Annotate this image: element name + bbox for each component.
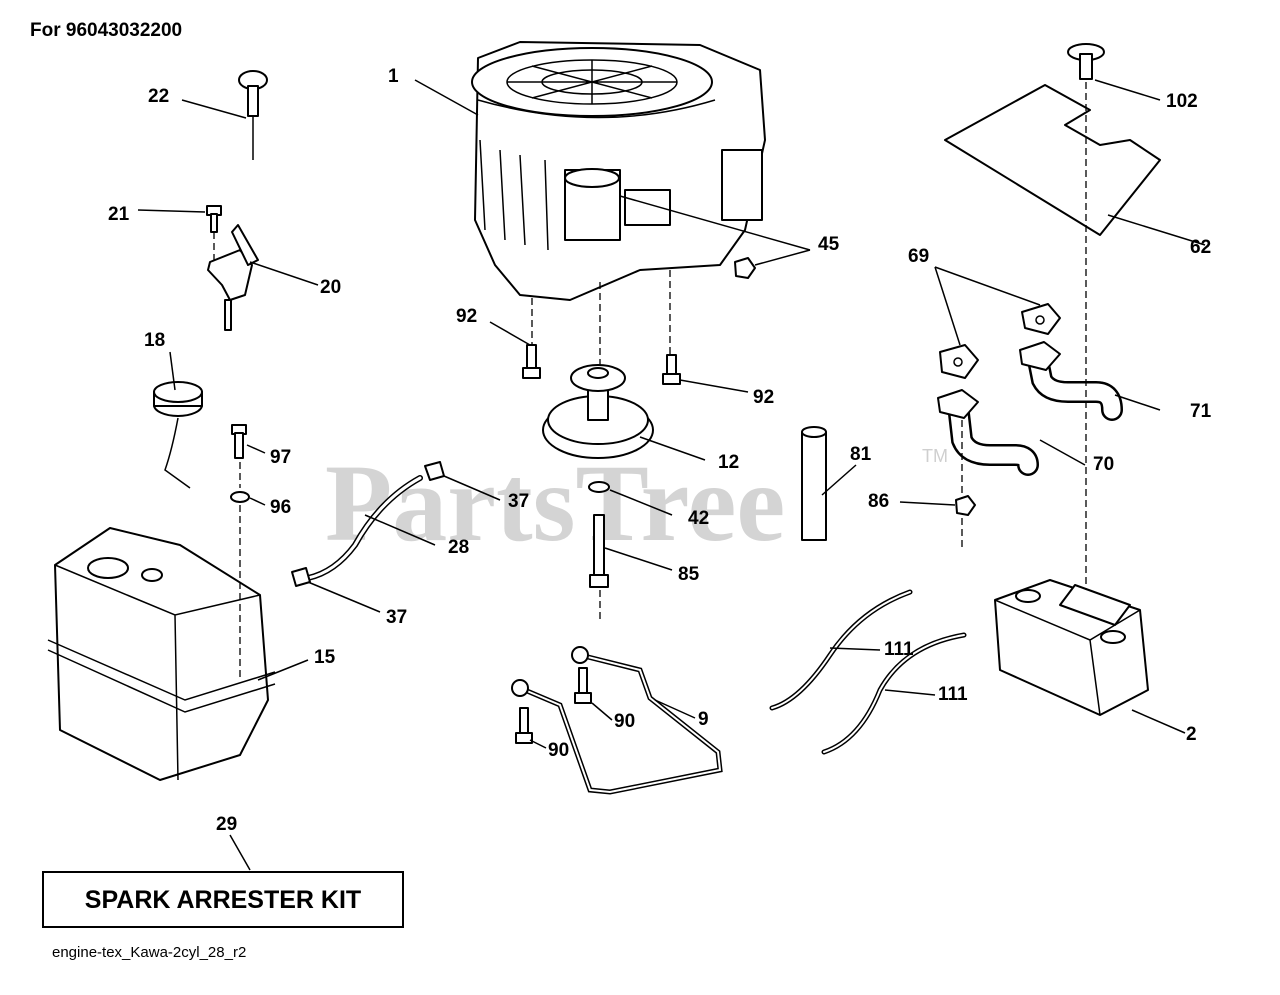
callout-97[interactable]: 97 [270,447,291,468]
callout-92-left[interactable]: 92 [456,306,477,327]
part-fuel-tank[interactable] [47,527,276,781]
callout-37-upper[interactable]: 37 [508,491,529,512]
callout-15[interactable]: 15 [314,647,336,668]
part-hose-111-lower[interactable] [821,632,967,755]
callout-111-lower[interactable]: 111 [938,684,968,705]
part-bolt-85[interactable] [589,514,609,588]
part-fuel-hose[interactable] [305,475,423,581]
callout-96[interactable]: 96 [270,497,291,518]
part-knob[interactable] [1067,43,1105,80]
part-exhaust-pipe-70[interactable] [937,389,1039,476]
model-number-label: For 96043032200 [30,20,182,41]
part-muffler[interactable] [994,579,1149,716]
callout-37-lower[interactable]: 37 [386,607,407,628]
part-bracket-9[interactable] [511,646,723,795]
callout-92-right[interactable]: 92 [753,387,774,408]
part-bolt-21[interactable] [206,205,222,233]
part-gasket-69-front[interactable] [939,344,979,379]
part-heat-shield[interactable] [944,84,1161,236]
callout-12[interactable]: 12 [718,452,739,473]
watermark-text: PartsTree [325,442,785,564]
part-washer-42[interactable] [588,481,610,493]
part-nut-86[interactable] [955,495,976,516]
callout-70[interactable]: 70 [1093,454,1114,475]
callout-62[interactable]: 62 [1190,237,1211,258]
callout-20[interactable]: 20 [320,277,341,298]
part-exhaust-pipe-71[interactable] [1019,341,1123,421]
part-bolt-92-right[interactable] [662,354,681,385]
callout-81[interactable]: 81 [850,444,872,465]
part-bolt-90-upper[interactable] [574,667,592,704]
alignment-lines [213,82,1087,680]
part-bolt-92-left[interactable] [522,344,541,379]
callout-45[interactable]: 45 [818,234,840,255]
callout-18[interactable]: 18 [144,330,165,351]
callout-85[interactable]: 85 [678,564,700,585]
callout-42[interactable]: 42 [688,508,709,529]
part-screw-97[interactable] [231,424,247,459]
part-washer-96[interactable] [230,491,250,503]
callout-1[interactable]: 1 [388,66,399,87]
callout-111-upper[interactable]: 111 [884,639,914,660]
part-throttle-control[interactable] [207,224,259,331]
callout-labels: 1 22 21 20 18 97 96 15 28 37 37 92 92 12… [108,66,1212,835]
callout-22[interactable]: 22 [148,86,169,107]
part-tube-81[interactable] [801,426,827,541]
watermark-tm: TM [922,446,948,466]
part-fuel-cap[interactable] [153,381,203,489]
callout-90-upper[interactable]: 90 [614,711,635,732]
part-hose-111-upper[interactable] [769,589,913,711]
part-choke-knob[interactable] [238,70,268,160]
part-gasket-69-rear[interactable] [1021,303,1061,335]
callout-21[interactable]: 21 [108,204,130,225]
spark-arrester-kit-label: SPARK ARRESTER KIT [85,886,361,914]
callout-9[interactable]: 9 [698,709,709,730]
callout-28[interactable]: 28 [448,537,469,558]
part-nut-45[interactable] [734,257,756,279]
part-hose-clamp-lower[interactable] [291,567,311,587]
callout-2[interactable]: 2 [1186,724,1197,745]
drawing-id-label: engine-tex_Kawa-2cyl_28_r2 [52,944,246,961]
part-pulley[interactable] [542,364,654,459]
callout-102[interactable]: 102 [1166,91,1198,112]
callout-29[interactable]: 29 [216,814,237,835]
spark-arrester-kit-box[interactable]: SPARK ARRESTER KIT [42,871,404,928]
callout-90-lower[interactable]: 90 [548,740,569,761]
callout-86[interactable]: 86 [868,491,889,512]
part-engine[interactable] [471,41,766,301]
leader-lines [137,79,1206,871]
callout-71[interactable]: 71 [1190,401,1212,422]
part-bolt-90-lower[interactable] [515,707,533,744]
callout-69[interactable]: 69 [908,246,929,267]
